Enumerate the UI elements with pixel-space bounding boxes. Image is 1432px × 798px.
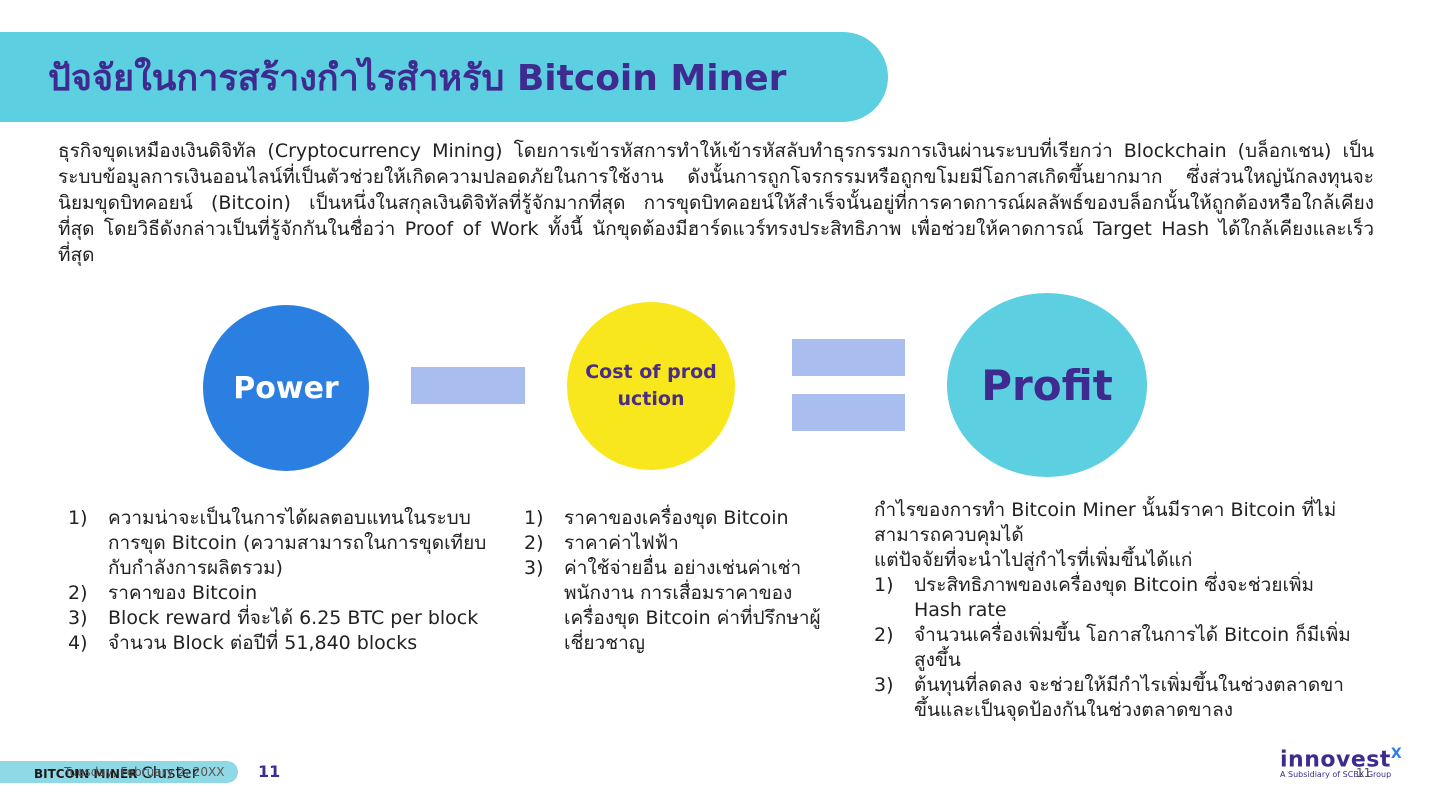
list-text: ค่าใช้จ่ายอื่น อย่างเช่นค่าเช่า พนักงาน …: [564, 557, 821, 654]
power-label: Power: [233, 370, 339, 406]
list-number: 4): [68, 632, 88, 654]
cost-circle: Cost of production: [567, 302, 735, 470]
page-title: ปัจจัยในการสร้างกำไรสำหรับ Bitcoin Miner: [48, 57, 787, 99]
profit-description: กำไรของการทำ Bitcoin Miner นั้นมีราคา Bi…: [874, 498, 1364, 723]
footer-page-number: 11: [258, 762, 281, 781]
list-number: 2): [874, 624, 894, 646]
list-text: ประสิทธิภาพของเครื่องขุด Bitcoin ซึ่งจะช…: [914, 574, 1314, 621]
profit-factor-list: 1) ประสิทธิภาพของเครื่องขุด Bitcoin ซึ่งจ…: [874, 573, 1364, 723]
list-item: 4) จำนวน Block ต่อปีที่ 51,840 blocks: [68, 631, 498, 656]
logo-x-mark: X: [1390, 746, 1403, 762]
list-item: 1) ความน่าจะเป็นในการได้ผลตอบแทนในระบบการ…: [68, 506, 498, 581]
intro-paragraph: ธุรกิจขุดเหมืองเงินดิจิทัล (Cryptocurren…: [58, 140, 1374, 266]
power-factor-list: 1) ความน่าจะเป็นในการได้ผลตอบแทนในระบบการ…: [68, 506, 498, 656]
list-item: 1) ประสิทธิภาพของเครื่องขุด Bitcoin ซึ่งจ…: [874, 573, 1364, 623]
list-item: 2) จำนวนเครื่องเพิ่มขึ้น โอกาสในการได้ Bi…: [874, 623, 1364, 673]
logo-name: innovest: [1280, 747, 1391, 773]
minus-sign: [411, 367, 525, 404]
list-text: จำนวน Block ต่อปีที่ 51,840 blocks: [108, 632, 418, 654]
list-number: 1): [524, 507, 544, 529]
list-number: 2): [68, 582, 88, 604]
list-item: 2) ราคาของ Bitcoin: [68, 581, 498, 606]
profit-label: Profit: [981, 360, 1113, 410]
equals-sign-bottom: [792, 394, 905, 431]
list-item: 2) ราคาค่าไฟฟ้า: [524, 531, 834, 556]
list-number: 3): [68, 607, 88, 629]
slide-number: 11: [1356, 766, 1372, 780]
list-text: ราคาของเครื่องขุด Bitcoin: [564, 507, 789, 529]
list-text: ราคาค่าไฟฟ้า: [564, 532, 679, 554]
logo-tagline: A Subsidiary of SCBX Group: [1280, 770, 1392, 780]
logo-wordmark: innovestX: [1280, 746, 1410, 772]
title-banner: ปัจจัยในการสร้างกำไรสำหรับ Bitcoin Miner: [0, 32, 888, 122]
list-text: จำนวนเครื่องเพิ่มขึ้น โอกาสในการได้ Bitc…: [914, 624, 1351, 671]
list-text: Block reward ที่จะได้ 6.25 BTC per block: [108, 607, 479, 629]
profit-circle: Profit: [947, 293, 1147, 477]
list-text: ความน่าจะเป็นในการได้ผลตอบแทนในระบบการขุ…: [108, 507, 487, 579]
cost-factor-list: 1) ราคาของเครื่องขุด Bitcoin 2) ราคาค่าไฟฟ…: [524, 506, 834, 656]
list-item: 1) ราคาของเครื่องขุด Bitcoin: [524, 506, 834, 531]
list-item: 3) ต้นทุนที่ลดลง จะช่วยให้มีกำไรเพิ่มขึ้น…: [874, 673, 1364, 723]
footer-brand-name: BITCOIN MINER: [34, 766, 138, 781]
list-number: 1): [874, 574, 894, 596]
list-item: 3) Block reward ที่จะได้ 6.25 BTC per blo…: [68, 606, 498, 631]
equals-sign-top: [792, 339, 905, 376]
profit-intro: กำไรของการทำ Bitcoin Miner นั้นมีราคา Bi…: [874, 499, 1337, 546]
list-number: 3): [524, 557, 544, 579]
footer-brand-suffix: Cluster: [141, 762, 199, 782]
power-circle: Power: [203, 305, 369, 471]
list-number: 3): [874, 674, 894, 696]
list-text: ต้นทุนที่ลดลง จะช่วยให้มีกำไรเพิ่มขึ้นใน…: [914, 674, 1344, 721]
list-item: 3) ค่าใช้จ่ายอื่น อย่างเช่นค่าเช่า พนักงา…: [524, 556, 834, 656]
footer-date: Tuesday, February 2, 20XX: [64, 765, 225, 779]
list-text: ราคาของ Bitcoin: [108, 582, 258, 604]
list-number: 1): [68, 507, 88, 529]
profit-subintro: แต่ปัจจัยที่จะนำไปสู่กำไรที่เพิ่มขึ้นได้…: [874, 549, 1193, 571]
innovest-logo: innovestX A Subsidiary of SCBX Group: [1280, 746, 1410, 786]
list-number: 2): [524, 532, 544, 554]
cost-label: Cost of production: [585, 361, 717, 410]
